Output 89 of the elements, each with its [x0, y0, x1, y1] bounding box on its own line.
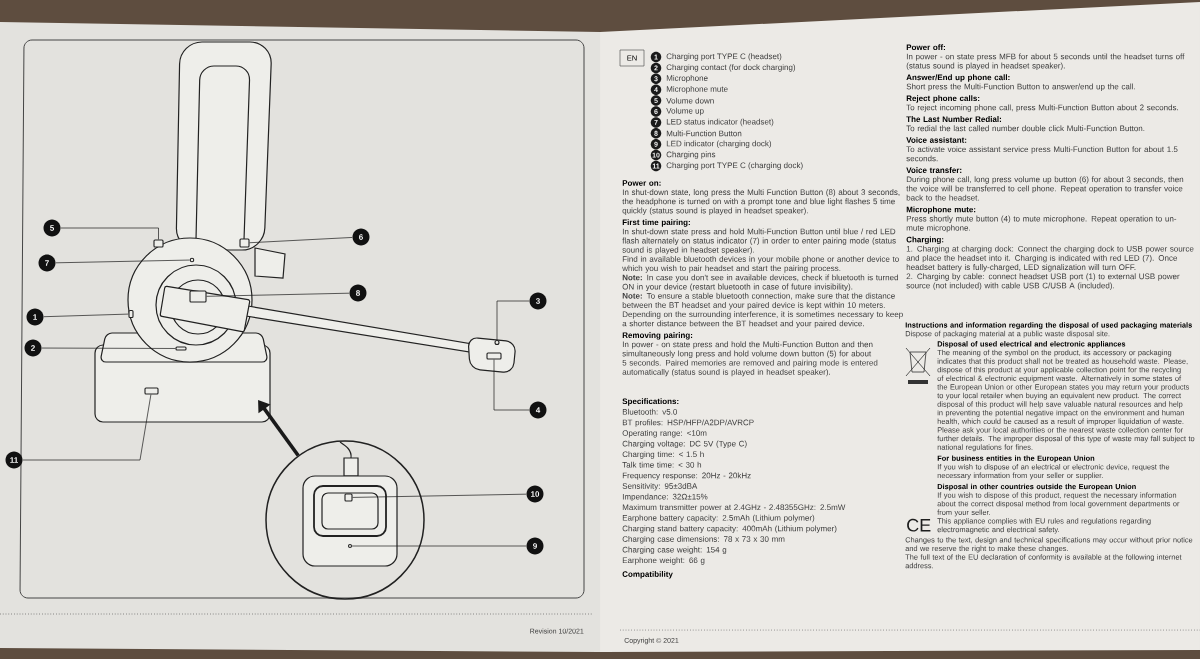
ce-mark: CE [907, 518, 931, 532]
function-button [189, 290, 207, 303]
callout-number: 6 [352, 228, 370, 246]
callout-number: 4 [529, 401, 547, 419]
paragraph: To activate voice assistant service press Multi-Function Button for about 1.5 seconds. [906, 146, 1178, 162]
callout-number: 11 [5, 451, 23, 469]
spec-line: Impendance: 32Ω±15% [622, 493, 708, 502]
paragraph: Press shortly mute button (4) to mute microphone. Repeat operation to un-mute microphone. [906, 215, 1177, 233]
arrow [258, 400, 300, 457]
paragraph: 1. Charging at charging dock: Connect the charging dock to USB power source and place the headset into it. Charging is indicated with red LED (7). Once headset battery is fully-charged, LED signalization will turn OFF. [906, 245, 1194, 272]
callout-number: 9 [526, 537, 544, 555]
charging-port [144, 387, 159, 395]
spec-line: Earphone weight: 66 g [622, 557, 705, 565]
paragraph: In shut-down state press and hold Multi-Function Button until blue / red LED flash alternately on status indicator (7) in order to enter pairing mode (status sound is played in headset speaker). [622, 228, 896, 255]
leader-line [206, 292, 350, 297]
list-item: Charging pins [666, 151, 716, 159]
volume-button [239, 238, 250, 248]
leader-line [22, 394, 152, 461]
callout-number: 10 [526, 485, 544, 503]
spec-line: Charging case weight: 154 g [622, 546, 727, 555]
list-item: Volume up [666, 107, 704, 116]
leader-line [43, 313, 129, 318]
spec-line: Earphone battery capacity: 2.5mAh (Lithium polymer) [622, 514, 815, 523]
section-heading: Reject phone calls: [906, 95, 980, 103]
section-heading: Voice transfer: [906, 167, 962, 173]
section-heading: First time pairing: [622, 219, 690, 227]
charging-contact [175, 346, 187, 351]
leader-line [55, 259, 191, 264]
callout-number: 2 [24, 339, 42, 357]
list-item: Charging contact (for dock charging) [666, 64, 796, 72]
list-item: LED status indicator (headset) [666, 118, 774, 127]
section-heading: The Last Number Redial: [906, 116, 1001, 122]
spec-line: Sensitivity: 95±3dBA [622, 483, 698, 491]
paragraph: Note: To ensure a stable bluetooth connection, make sure that the distance between the BT headset and your paired device is kept within 10 meters. Depending on the surrounding interference, it is sometimes necessary to keep a shorter distance between the BT headset and your paired device. [622, 292, 903, 328]
callout-number: 1 [26, 308, 44, 326]
mute-button [486, 352, 502, 360]
leader-line [60, 227, 159, 240]
callout-number: 8 [349, 284, 367, 302]
spec-line: Charging case dimensions: 78 x 73 x 30 mm [622, 536, 785, 544]
spec-line: Frequency response: 20Hz - 20kHz [622, 472, 751, 480]
spec-line: Operating range: <10m [622, 430, 707, 438]
list-item: Multi-Function Button [666, 130, 742, 137]
paragraph: In power - on state press and hold the Multi-Function Button and then simultaneously long press and hold volume down button (5) for about 5 seconds. Paired memories are removed and pairing mode is entered automatically (status sound is played in headset speaker). [622, 341, 878, 377]
spec-line: Charging time: < 1.5 h [622, 451, 704, 459]
spec-line: BT profiles: HSP/HFP/A2DP/AVRCP [622, 419, 754, 427]
spec-line: Charging voltage: DC 5V (Type C) [622, 440, 747, 449]
callout-number: 7 [38, 254, 56, 272]
section-heading: Removing pairing: [622, 332, 693, 340]
paragraph: To reject incoming phone call, press Multi-Function Button about 2 seconds. [906, 104, 1178, 112]
paragraph: Short press the Multi-Function Button to answer/end up the call. [906, 83, 1135, 91]
paragraph: In power - on state press MFB for about 5 seconds until the headset turns off (status sound is played in headset speaker). [906, 53, 1185, 71]
section-heading: Compatibility [622, 571, 673, 579]
spec-line: Maximum transmitter power at 2.4GHz - 2.48355GHz: 2.5mW [622, 504, 846, 512]
section-heading: Microphone mute: [906, 206, 976, 214]
paragraph: Note: In case you don't see in available devices, check if bluetooth is turned ON in your device (restart bluetooth in case of future invisibility). [622, 274, 898, 292]
section-heading: Power off: [906, 44, 945, 51]
list-item: Charging port TYPE C (headset) [666, 53, 782, 61]
section-heading: Specifications: [622, 398, 679, 406]
paragraph: During phone call, long press volume up button (6) for about 3 seconds, then the voice will be transferred to cell phone. Repeat operation to transfer voice back to the headset. [906, 176, 1184, 201]
paragraph: Find in available bluetooth devices in your mobile phone or another device to which you wish to pair headset and start the pairing process. [622, 256, 899, 273]
list-item: Microphone mute [666, 85, 728, 94]
list-item: Volume down [666, 97, 714, 104]
leader-line [249, 237, 353, 244]
section-heading: Power on: [622, 180, 661, 186]
leader-line [493, 359, 530, 411]
leader-line [496, 300, 530, 341]
spec-line: Bluetooth: v5.0 [622, 408, 678, 415]
spec-line: Talk time time: < 30 h [622, 461, 702, 468]
leader-line [351, 545, 527, 547]
paragraph: To redial the last called number double click Multi-Function Button. [906, 125, 1145, 132]
list-item: Charging port TYPE C (charging dock) [666, 162, 803, 170]
paragraph: In shut-down state, long press the Multi Function Button (8) about 3 seconds, the headphone is turned on with a prompt tone and blue light flashes 5 time quickly (status sound is played in headset speaker). [622, 189, 900, 215]
section-heading: Answer/End up phone call: [906, 74, 1010, 82]
magnifier-circle [265, 440, 425, 600]
section-heading: Voice assistant: [906, 137, 967, 143]
charging-port [128, 309, 134, 319]
callout-number: 3 [529, 292, 547, 310]
callout-number: 5 [43, 219, 61, 237]
leader-line [352, 493, 527, 498]
list-item: Microphone [666, 75, 708, 83]
led-indicator [189, 257, 195, 263]
section-heading: Charging: [906, 236, 944, 244]
spec-line: Charging stand battery capacity: 400mAh (Lithium polymer) [622, 525, 837, 533]
volume-button [153, 239, 164, 248]
led-indicator [347, 543, 353, 549]
charging-pins [344, 493, 353, 502]
microphone-opening [494, 339, 500, 346]
list-item: LED indicator (charging dock) [666, 140, 772, 148]
paragraph: 2. Charging by cable: connect headset USB port (1) to external USB power source (not included) with cable USB C/USB A (included). [906, 273, 1180, 290]
